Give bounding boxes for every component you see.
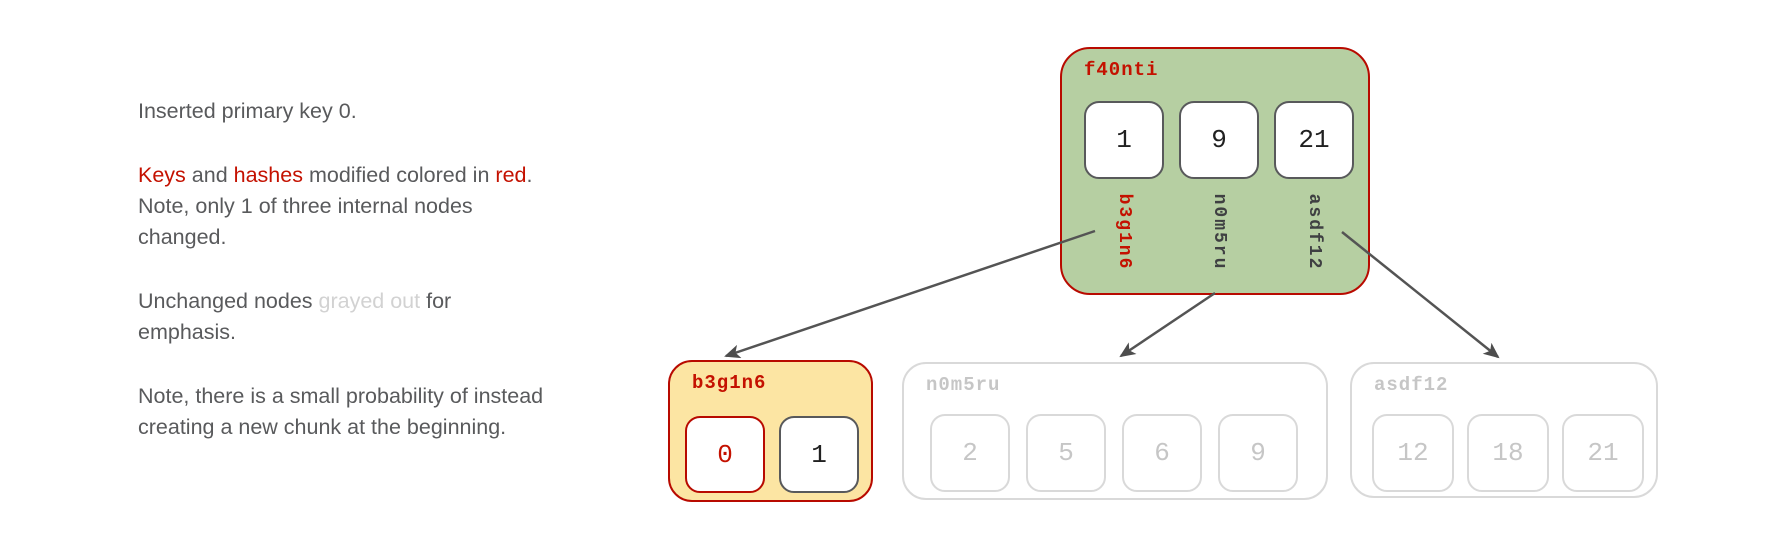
root-child-hash-asdf12-text: asdf12 xyxy=(1304,193,1324,271)
root-child-hash-b3g1n6: b3g1n6 xyxy=(1084,188,1164,276)
leaf-key-cell-21: 21 xyxy=(1562,414,1644,492)
leaf-key-cell-9: 9 xyxy=(1218,414,1298,492)
leaf-key-cell-0-modified: 0 xyxy=(685,416,765,493)
node-leaf-n0m5ru: n0m5ru 2 5 6 9 xyxy=(902,362,1328,500)
arrow-root-to-n0m5ru xyxy=(1119,291,1216,358)
note-unchanged-line2: emphasis. xyxy=(138,320,236,344)
node-root-f40nti: f40nti 1 9 21 b3g1n6 n0m5ru asdf12 xyxy=(1060,47,1370,295)
note-unchanged: Unchanged nodes grayed out for emphasis. xyxy=(138,286,698,348)
arrow-root-to-b3g1n6 xyxy=(724,229,1096,359)
note-hashes-red: hashes xyxy=(233,163,303,187)
leaf-key-cell-18: 18 xyxy=(1467,414,1549,492)
note-probability-line2: creating a new chunk at the beginning. xyxy=(138,415,507,439)
note-modified: Keys and hashes modified colored in red.… xyxy=(138,160,698,253)
root-key-cell-9: 9 xyxy=(1179,101,1259,179)
leaf-asdf12-hash-label: asdf12 xyxy=(1374,374,1449,396)
note-modified-line3: changed. xyxy=(138,225,227,249)
leaf-key-cell-1: 1 xyxy=(779,416,859,493)
notes-panel: Inserted primary key 0. Keys and hashes … xyxy=(138,96,698,476)
leaf-key-cell-6: 6 xyxy=(1122,414,1202,492)
note-probability-line1: Note, there is a small probability of in… xyxy=(138,384,544,408)
leaf-asdf12-keys-row: 12 18 21 xyxy=(1372,414,1644,492)
root-key-cell-21: 21 xyxy=(1274,101,1354,179)
note-keys-red: Keys xyxy=(138,163,186,187)
leaf-n0m5ru-hash-label: n0m5ru xyxy=(926,374,1001,396)
note-unchanged-post: for xyxy=(420,289,452,313)
note-sep1: and xyxy=(185,163,234,187)
note-inserted-text: Inserted primary key 0. xyxy=(138,99,357,123)
leaf-key-cell-5: 5 xyxy=(1026,414,1106,492)
note-red-word: red xyxy=(495,163,527,187)
node-leaf-asdf12: asdf12 12 18 21 xyxy=(1350,362,1658,498)
leaf-n0m5ru-keys-row: 2 5 6 9 xyxy=(930,414,1298,492)
root-keys-row: 1 9 21 xyxy=(1084,101,1354,179)
leaf-key-cell-12: 12 xyxy=(1372,414,1454,492)
note-inserted: Inserted primary key 0. xyxy=(138,96,698,127)
root-child-hash-n0m5ru-text: n0m5ru xyxy=(1209,193,1229,271)
root-child-hash-n0m5ru: n0m5ru xyxy=(1179,188,1259,276)
leaf-b3g1n6-keys-row: 0 1 xyxy=(685,416,859,493)
note-sep2: modified colored in xyxy=(302,163,496,187)
note-modified-line2: Note, only 1 of three internal nodes xyxy=(138,194,473,218)
root-child-hash-asdf12: asdf12 xyxy=(1274,188,1354,276)
leaf-b3g1n6-hash-label: b3g1n6 xyxy=(692,372,767,394)
root-key-cell-1: 1 xyxy=(1084,101,1164,179)
note-probability: Note, there is a small probability of in… xyxy=(138,381,698,443)
note-period: . xyxy=(526,163,533,187)
root-hash-label: f40nti xyxy=(1084,59,1159,81)
node-leaf-b3g1n6: b3g1n6 0 1 xyxy=(668,360,873,502)
root-child-hash-b3g1n6-text: b3g1n6 xyxy=(1114,193,1134,271)
note-unchanged-pre: Unchanged nodes xyxy=(138,289,319,313)
note-grayed-out: grayed out xyxy=(318,289,421,313)
leaf-key-cell-2: 2 xyxy=(930,414,1010,492)
